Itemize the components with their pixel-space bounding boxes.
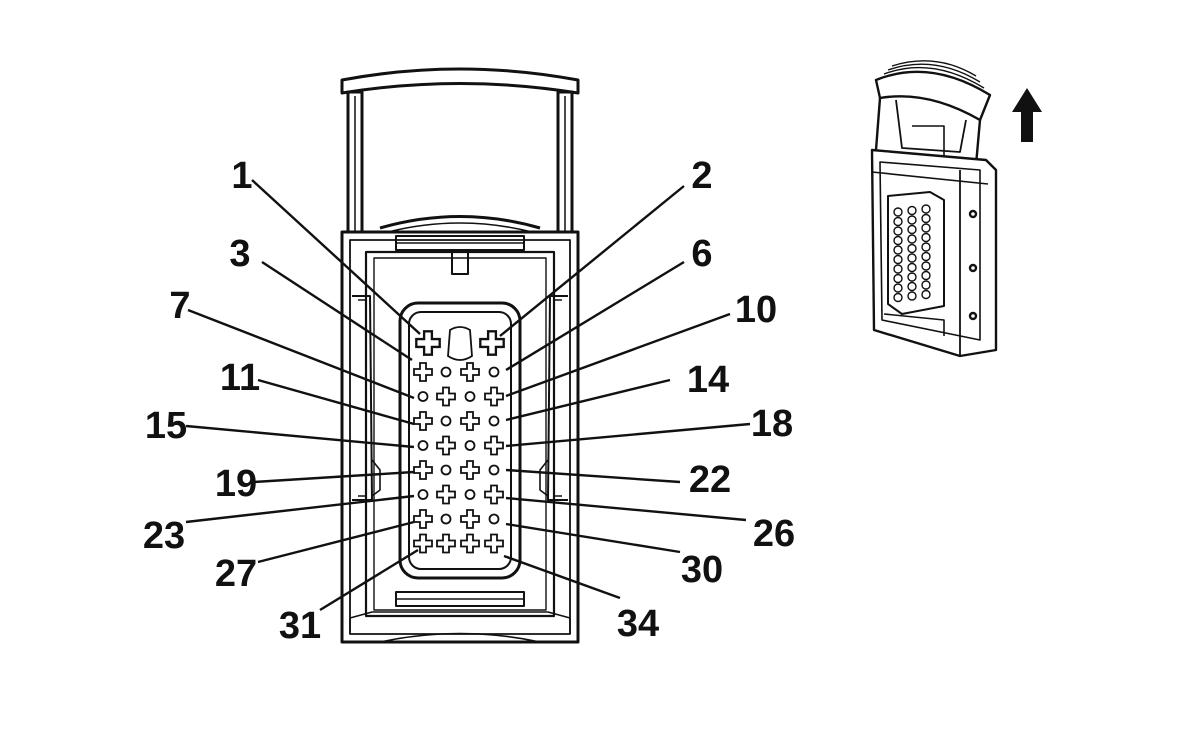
lever-top-bar xyxy=(340,67,580,95)
inset-pin-cavity xyxy=(907,234,917,244)
pin-label-18: 18 xyxy=(751,403,793,445)
inset-pin-cavity xyxy=(893,283,903,293)
pin-cavity-round xyxy=(464,440,476,451)
leader-line xyxy=(505,422,751,448)
pin-cavity-round xyxy=(464,391,476,402)
pin-cavity-round xyxy=(464,489,476,500)
pin-label-23: 23 xyxy=(143,515,185,557)
leader-line xyxy=(187,308,415,400)
inset-pin-cavity xyxy=(921,251,931,262)
inset-pin-cavity xyxy=(893,207,903,217)
pin-label-2: 2 xyxy=(691,155,712,197)
inset-pin-cavity xyxy=(907,291,917,301)
leader-line xyxy=(505,522,681,554)
pin-label-19: 19 xyxy=(215,463,257,505)
pin-cavity-round xyxy=(488,513,500,525)
latch-tab xyxy=(451,252,469,275)
leader-line xyxy=(499,185,685,337)
leader-line xyxy=(505,312,731,398)
leader-lines xyxy=(185,179,751,612)
pin-label-3: 3 xyxy=(229,233,250,275)
leader-line xyxy=(505,378,671,422)
leader-line xyxy=(185,424,415,449)
pin-label-30: 30 xyxy=(681,549,723,591)
inset-pin-cavity xyxy=(893,254,903,265)
pin-label-26: 26 xyxy=(753,513,795,555)
inset-pin-cavity xyxy=(921,280,931,290)
inset-pin-cavity xyxy=(893,226,903,236)
inset-pin-cavity xyxy=(893,245,903,255)
inset-pin-cavity xyxy=(893,273,903,284)
inset-pin-grid xyxy=(893,204,931,303)
leader-line xyxy=(505,496,747,522)
pin-cavity-round xyxy=(488,464,500,476)
inset-pin-cavity xyxy=(921,232,931,243)
inset-pin-cavity xyxy=(893,292,903,303)
leader-line xyxy=(185,494,415,524)
keying-feature xyxy=(447,326,473,361)
pin-cavity-round xyxy=(440,415,452,427)
inset-lever-top xyxy=(874,70,992,122)
pin-cavity-grid xyxy=(413,326,505,554)
pin-cavity-round xyxy=(440,513,452,525)
leader-line xyxy=(257,520,415,564)
pin-cavity-round xyxy=(440,366,452,378)
inset-pin-cavity xyxy=(921,213,931,224)
pin-label-27: 27 xyxy=(215,553,257,595)
pin-label-11: 11 xyxy=(220,357,260,399)
leader-line xyxy=(505,260,685,372)
pin-label-1: 1 xyxy=(231,155,252,197)
pin-label-10: 10 xyxy=(735,289,777,331)
inset-pin-cavity xyxy=(907,253,917,263)
pin-label-34: 34 xyxy=(617,603,659,645)
inset-pin-cavity xyxy=(921,242,931,252)
inset-pin-cavity xyxy=(893,264,903,274)
inset-pin-cavity xyxy=(893,216,903,227)
pin-label-14: 14 xyxy=(687,359,729,401)
leader-line xyxy=(253,470,415,484)
pin-labels: 1 3 7 11 15 19 23 27 31 2 6 10 14 18 22 … xyxy=(143,155,795,647)
pin-label-31: 31 xyxy=(279,605,321,647)
pin-label-6: 6 xyxy=(691,233,712,275)
pin-label-7: 7 xyxy=(169,285,190,327)
inset-pin-cavity xyxy=(893,235,903,246)
left-side-rail xyxy=(352,295,373,501)
housing-top-arch xyxy=(379,215,541,230)
pin-cavity-round xyxy=(488,366,500,378)
inset-pin-cavity xyxy=(921,289,931,300)
inset-pin-cavity xyxy=(907,215,917,225)
leader-line xyxy=(319,548,419,612)
connector-inset-view xyxy=(870,60,998,358)
inset-pin-cavity xyxy=(921,270,931,281)
arrow-up-icon xyxy=(1012,88,1042,142)
leader-line xyxy=(505,468,681,484)
inset-pin-cavity xyxy=(907,243,917,254)
inset-pin-cavity xyxy=(921,223,931,233)
leader-line xyxy=(261,260,413,362)
pin-cavity-round xyxy=(417,391,429,402)
right-side-rail xyxy=(547,295,568,501)
pin-cavity-round xyxy=(417,489,429,500)
inset-pin-cavity xyxy=(907,205,917,216)
inset-pin-cavity xyxy=(907,272,917,282)
pin-cavity-round xyxy=(488,415,500,427)
pin-cavity-round xyxy=(417,440,429,451)
leader-line xyxy=(251,179,421,335)
inset-pin-cavity xyxy=(921,204,931,214)
pin-label-15: 15 xyxy=(145,405,187,447)
inset-pin-cavity xyxy=(921,261,931,271)
pin-label-22: 22 xyxy=(689,459,731,501)
inset-pin-cavity xyxy=(907,262,917,273)
leader-line xyxy=(503,554,621,600)
inset-pin-cavity xyxy=(907,281,917,292)
pin-cavity-round xyxy=(440,464,452,476)
leader-line xyxy=(257,378,415,426)
inset-pin-cavity xyxy=(907,224,917,235)
